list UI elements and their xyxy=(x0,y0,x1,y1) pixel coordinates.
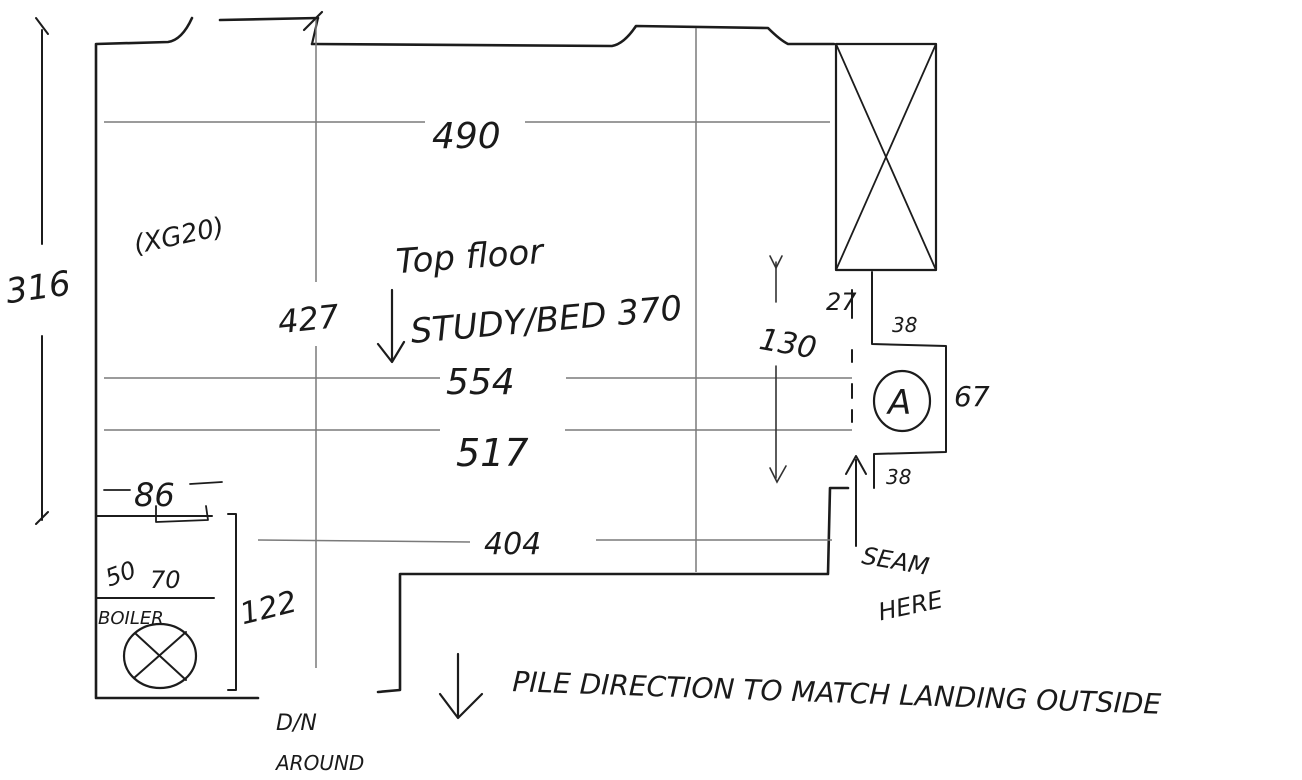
arrows xyxy=(376,255,867,720)
dim-38-top-label: 38 xyxy=(892,313,917,337)
dim-38-bottom-label: 38 xyxy=(886,465,911,489)
dim-27-label: 27 xyxy=(826,288,857,316)
pile-direction-note: PILE DIRECTION TO MATCH LANDING OUTSIDE xyxy=(512,665,1162,721)
room-name-label: STUDY/BED 370 xyxy=(409,288,684,352)
seam-note-line-1: SEAM xyxy=(860,542,932,581)
dim-67-label: 67 xyxy=(954,380,990,413)
boiler-symbol xyxy=(122,622,198,690)
recess xyxy=(851,271,947,489)
dim-50-label: 50 xyxy=(102,556,140,593)
floor-label: Top floor xyxy=(395,232,547,282)
dim-130-label: 130 xyxy=(757,322,819,366)
dim-122-label: 122 xyxy=(236,584,300,632)
boiler-label: BOILER xyxy=(98,608,164,629)
boiler-cupboard xyxy=(95,481,237,691)
marker-a-circle xyxy=(872,369,932,433)
dim-554-label: 554 xyxy=(446,362,515,403)
dim-404-label: 404 xyxy=(484,527,541,562)
width-top-label: 490 xyxy=(432,116,501,157)
door-note-line-2: AROUND xyxy=(274,751,364,775)
dim-427-label: 427 xyxy=(276,297,341,341)
marker-a-label: A xyxy=(886,383,911,423)
room-outline xyxy=(94,10,850,700)
dim-517-label: 517 xyxy=(456,431,529,475)
dim-70-label: 70 xyxy=(150,566,181,594)
guide-lines xyxy=(104,20,852,668)
door-note-line-1: D/N xyxy=(276,711,317,736)
seam-note-line-2: HERE xyxy=(876,585,946,626)
cupboard xyxy=(834,42,938,272)
height-total-label: 316 xyxy=(3,264,73,313)
height-dimension-line xyxy=(35,17,49,525)
dim-86-label: 86 xyxy=(134,476,175,514)
room-code-label: (XG20) xyxy=(131,212,227,260)
